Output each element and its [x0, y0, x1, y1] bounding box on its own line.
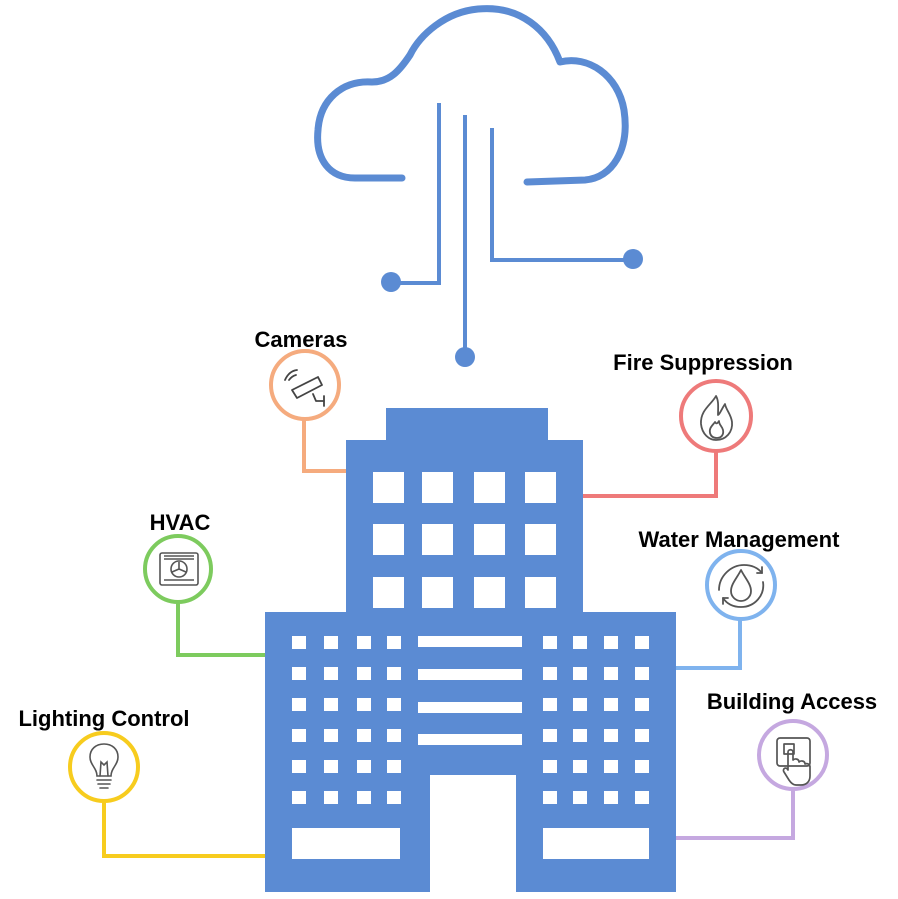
- connector-line-right: [490, 128, 632, 262]
- label-lighting: Lighting Control: [18, 706, 189, 731]
- link-cameras: [302, 414, 346, 473]
- light-bulb-icon: [89, 743, 119, 789]
- right-wing-windows: [543, 636, 649, 859]
- system-access: Building Access: [707, 689, 877, 791]
- system-hvac: HVAC: [143, 510, 213, 604]
- system-lighting: Lighting Control: [18, 706, 190, 803]
- link-water: [675, 618, 742, 670]
- link-access: [675, 789, 795, 840]
- link-fire: [583, 447, 718, 498]
- connector-node-left: [381, 272, 401, 292]
- system-cameras: Cameras: [255, 327, 348, 421]
- link-lighting: [102, 800, 265, 858]
- label-fire: Fire Suppression: [613, 350, 793, 375]
- water-drop-cycle-icon: [718, 564, 765, 608]
- label-hvac: HVAC: [150, 510, 211, 535]
- security-camera-icon: [284, 369, 325, 407]
- air-conditioner-icon: [159, 552, 199, 586]
- flame-icon: [700, 395, 733, 441]
- label-access: Building Access: [707, 689, 877, 714]
- cloud-connectors: [392, 103, 632, 357]
- building-icon: [265, 408, 676, 892]
- connector-node-right: [623, 249, 643, 269]
- cloud-icon: [314, 5, 629, 186]
- connector-node-center: [455, 347, 475, 367]
- label-water: Water Management: [639, 527, 841, 552]
- center-bands: [418, 636, 522, 745]
- connector-line-left: [392, 103, 441, 285]
- system-water: Water Management: [639, 527, 841, 621]
- tower-windows: [373, 472, 556, 608]
- left-wing-windows: [292, 636, 401, 859]
- system-fire: Fire Suppression: [613, 350, 793, 453]
- system-links: [102, 414, 795, 858]
- touch-panel-icon: [776, 737, 811, 786]
- link-hvac: [176, 602, 265, 657]
- label-cameras: Cameras: [255, 327, 348, 352]
